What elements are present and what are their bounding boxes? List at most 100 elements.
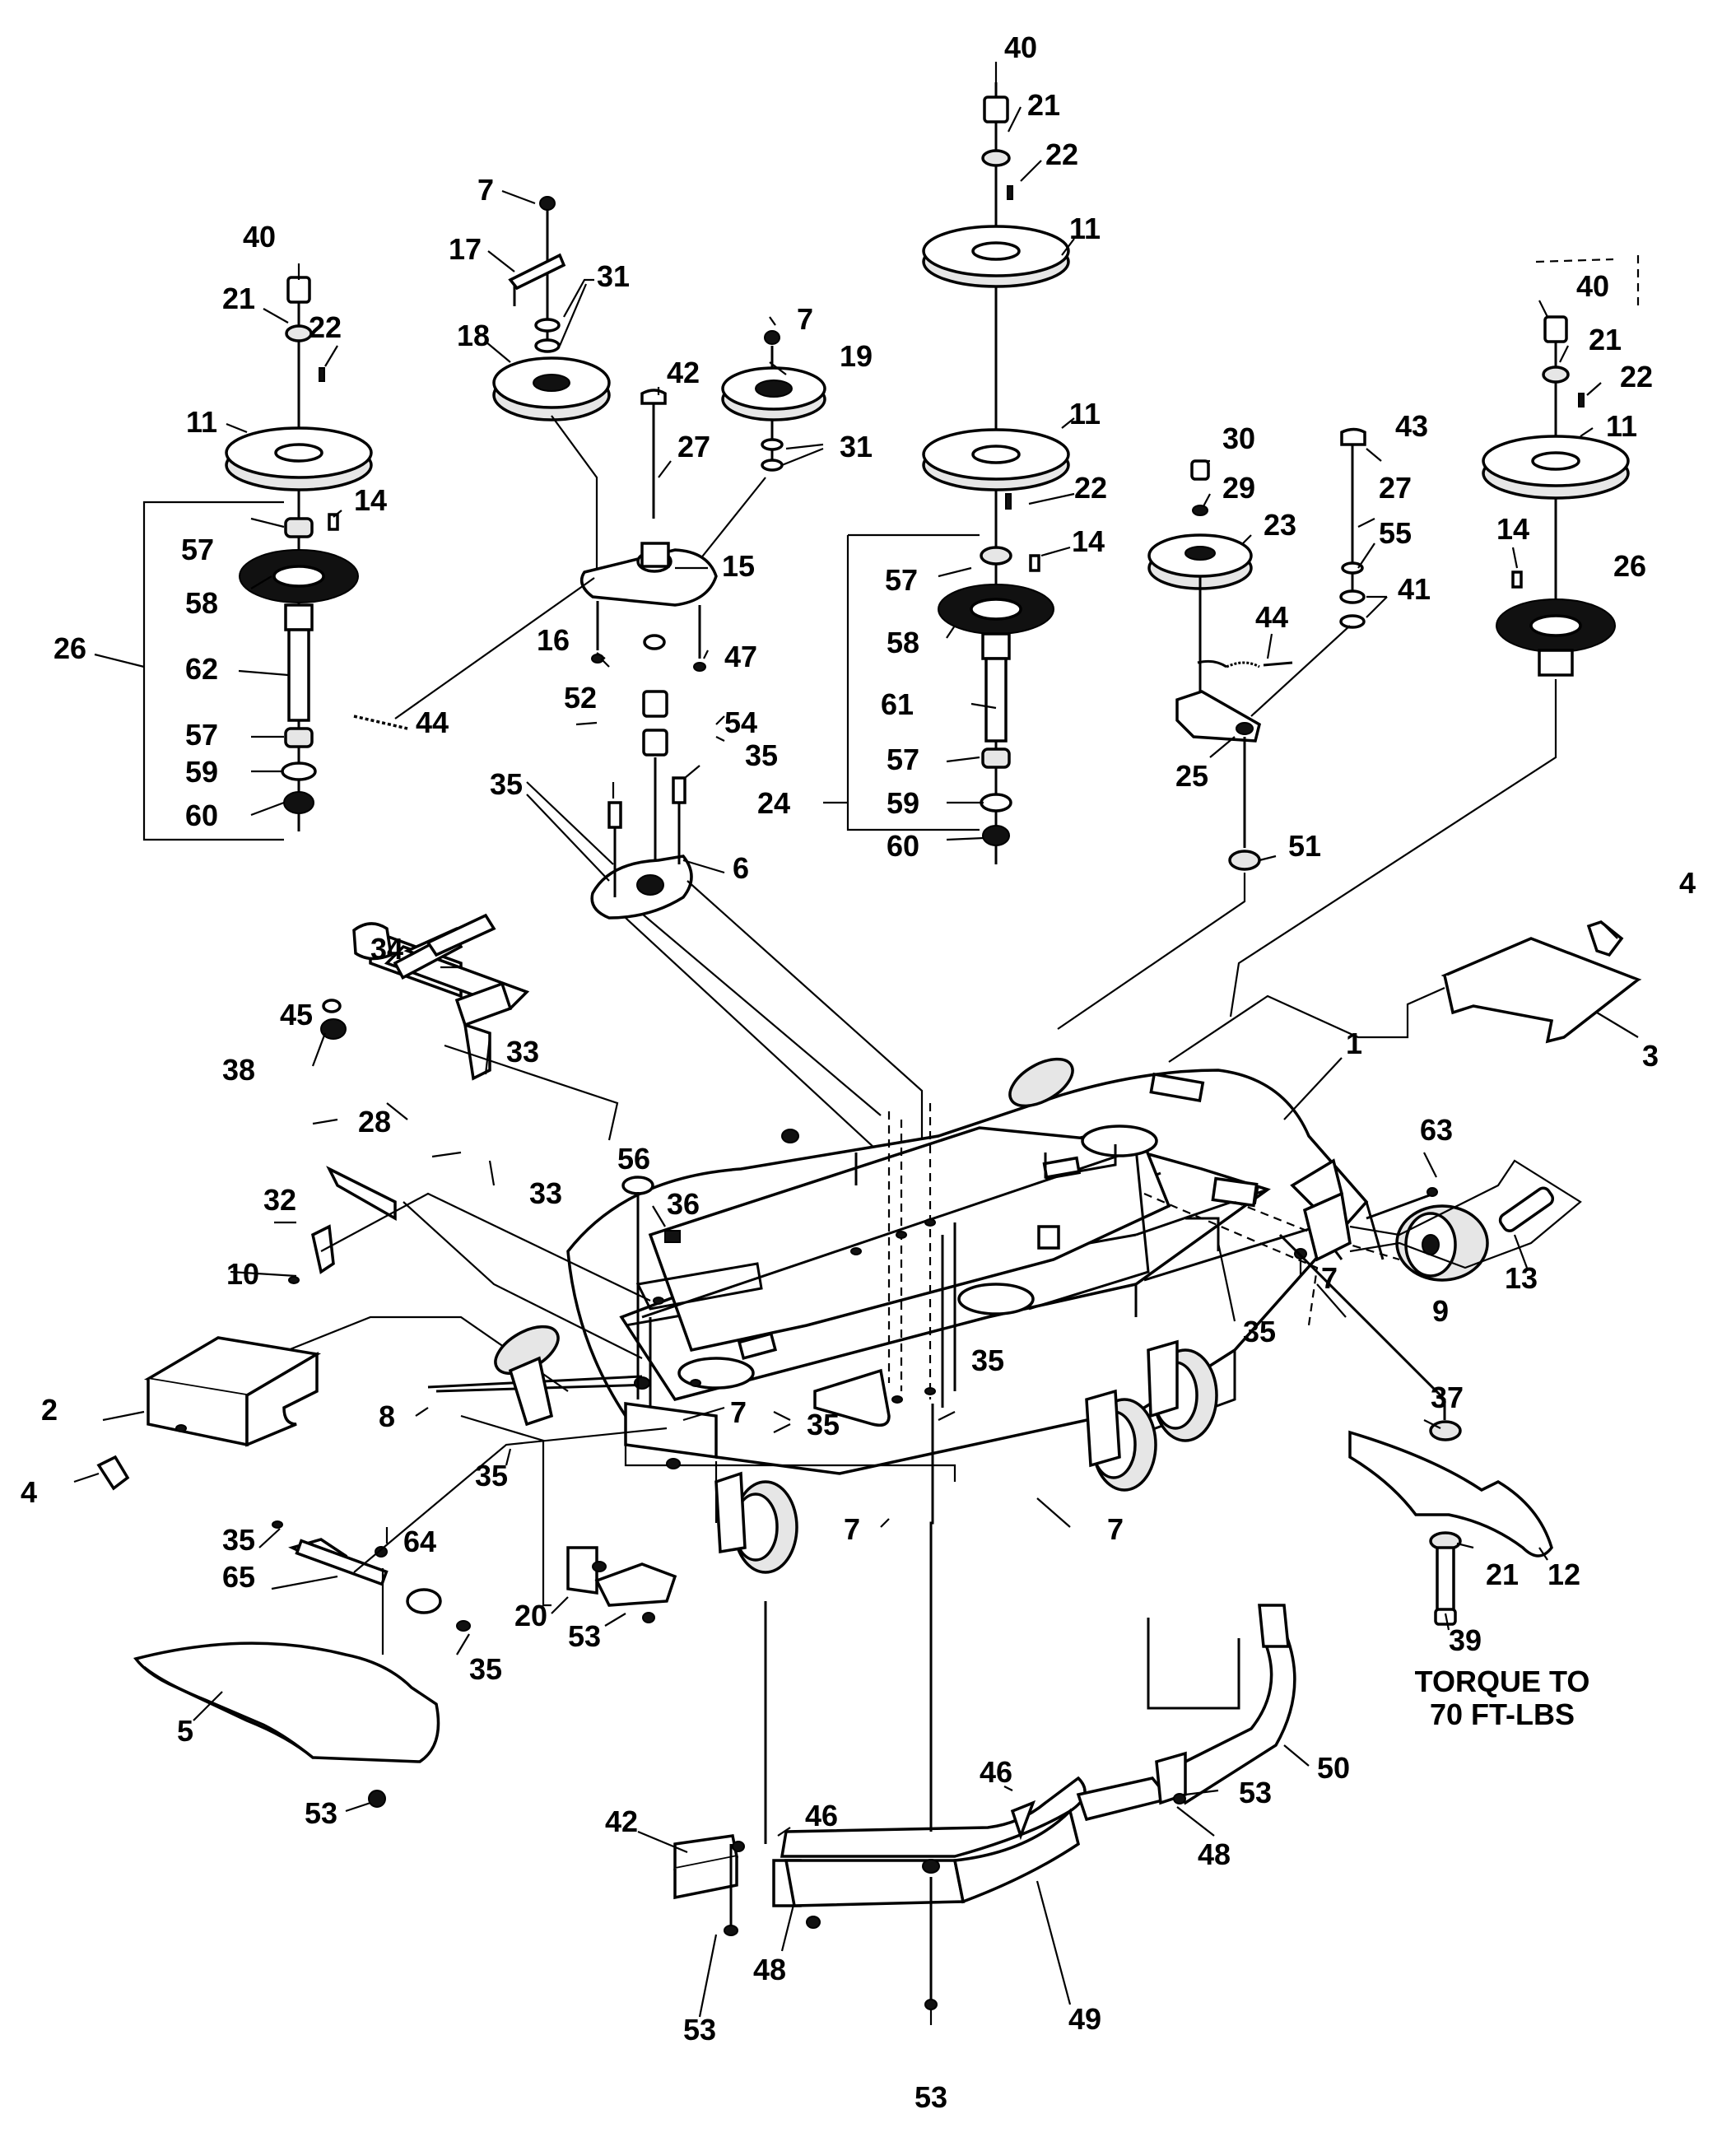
mower-blade (1278, 1233, 1553, 1626)
callout-44: 44 (1255, 600, 1288, 634)
callout-7: 7 (844, 1512, 860, 1546)
right-idler-assembly (1057, 427, 1366, 1030)
callout-51: 51 (1288, 829, 1321, 863)
front-skirt (673, 1404, 1296, 2010)
callout-57: 57 (185, 718, 218, 752)
callout-26: 26 (1613, 549, 1646, 583)
callout-57: 57 (885, 563, 918, 597)
callout-35: 35 (490, 767, 523, 801)
callout-19: 19 (840, 339, 873, 373)
callout-55: 55 (1379, 516, 1412, 550)
callout-22: 22 (1074, 471, 1107, 505)
callout-60: 60 (185, 799, 218, 832)
callout-2: 2 (41, 1393, 58, 1427)
callout-59: 59 (185, 755, 218, 789)
anti-scalp-bar (288, 913, 681, 1399)
mower-deck (566, 1069, 1400, 1523)
callout-38: 38 (222, 1053, 255, 1087)
callout-35: 35 (971, 1343, 1004, 1377)
callout-50: 50 (1317, 1751, 1350, 1785)
callout-45: 45 (280, 998, 313, 1031)
callout-27: 27 (677, 430, 710, 463)
callout-47: 47 (724, 640, 757, 673)
callout-7: 7 (730, 1395, 747, 1429)
callout-10: 10 (226, 1257, 259, 1291)
callout-24: 24 (757, 786, 790, 820)
callout-61: 61 (881, 687, 914, 721)
callout-3: 3 (1642, 1039, 1659, 1073)
callout-21: 21 (1027, 88, 1060, 122)
discharge-chute-cover (1168, 920, 1642, 1063)
callout-8: 8 (379, 1399, 395, 1433)
callout-23: 23 (1264, 508, 1296, 542)
callout-42: 42 (667, 356, 700, 389)
callout-1: 1 (1346, 1027, 1362, 1060)
callout-30: 30 (1222, 421, 1255, 455)
torque-note-line1: TORQUE TO (1415, 1665, 1590, 1698)
callout-41: 41 (1398, 572, 1431, 606)
callout-22: 22 (309, 310, 342, 344)
torque-note: TORQUE TO 70 FT-LBS (1415, 1665, 1590, 1731)
callout-62: 62 (185, 652, 218, 686)
callout-22: 22 (1045, 137, 1078, 171)
callout-35: 35 (475, 1459, 508, 1492)
callout-18: 18 (457, 319, 490, 352)
callout-16: 16 (537, 623, 570, 657)
callout-52: 52 (564, 681, 597, 715)
callout-21: 21 (1486, 1558, 1519, 1591)
callout-53: 53 (683, 2013, 716, 2047)
callout-63: 63 (1420, 1113, 1453, 1147)
callout-46: 46 (980, 1755, 1012, 1789)
callout-37: 37 (1431, 1381, 1464, 1414)
callout-25: 25 (1175, 759, 1208, 793)
callout-53: 53 (1239, 1776, 1272, 1809)
callout-4: 4 (1679, 866, 1696, 900)
callout-11: 11 (186, 405, 217, 439)
callout-48: 48 (1198, 1837, 1231, 1871)
callout-53: 53 (305, 1796, 337, 1830)
callout-46: 46 (805, 1799, 838, 1832)
leader-lines (73, 62, 1639, 2025)
idler-arm-assembly (353, 196, 826, 873)
callout-54: 54 (724, 705, 757, 739)
callout-57: 57 (887, 743, 919, 776)
pivot-plate-assembly (590, 776, 924, 1170)
callout-42: 42 (605, 1804, 638, 1838)
caster-wheels (494, 1057, 1582, 1574)
callout-60: 60 (887, 829, 919, 863)
callout-33: 33 (529, 1176, 562, 1210)
callout-21: 21 (1589, 323, 1622, 356)
callout-7: 7 (1107, 1512, 1124, 1546)
callout-53: 53 (568, 1619, 601, 1653)
callout-13: 13 (1505, 1261, 1538, 1295)
left-spindle-assembly (142, 276, 373, 841)
callout-64: 64 (403, 1525, 436, 1558)
callout-49: 49 (1068, 2002, 1101, 2036)
callout-36: 36 (667, 1187, 700, 1221)
callout-14: 14 (354, 483, 387, 517)
callout-34: 34 (370, 932, 403, 966)
callout-40: 40 (1576, 269, 1609, 303)
center-spindle-assembly (846, 82, 1070, 864)
right-spindle-assembly (1229, 255, 1640, 1017)
callout-27: 27 (1379, 471, 1412, 505)
callout-28: 28 (358, 1105, 391, 1139)
callout-20: 20 (514, 1599, 547, 1632)
callout-40: 40 (1004, 30, 1037, 64)
callout-7: 7 (1321, 1261, 1338, 1295)
callout-7: 7 (797, 302, 813, 336)
callout-17: 17 (449, 232, 482, 266)
callout-59: 59 (887, 786, 919, 820)
callout-4: 4 (21, 1475, 37, 1509)
callout-21: 21 (222, 282, 255, 315)
callout-5: 5 (177, 1714, 193, 1748)
torque-note-line2: 70 FT-LBS (1430, 1697, 1575, 1731)
callout-32: 32 (263, 1183, 296, 1217)
callout-9: 9 (1432, 1294, 1449, 1328)
callout-53: 53 (915, 2080, 947, 2114)
left-chute-cover (96, 1315, 569, 1491)
callout-6: 6 (733, 851, 749, 885)
callout-35: 35 (469, 1652, 502, 1686)
callout-33: 33 (506, 1035, 539, 1069)
